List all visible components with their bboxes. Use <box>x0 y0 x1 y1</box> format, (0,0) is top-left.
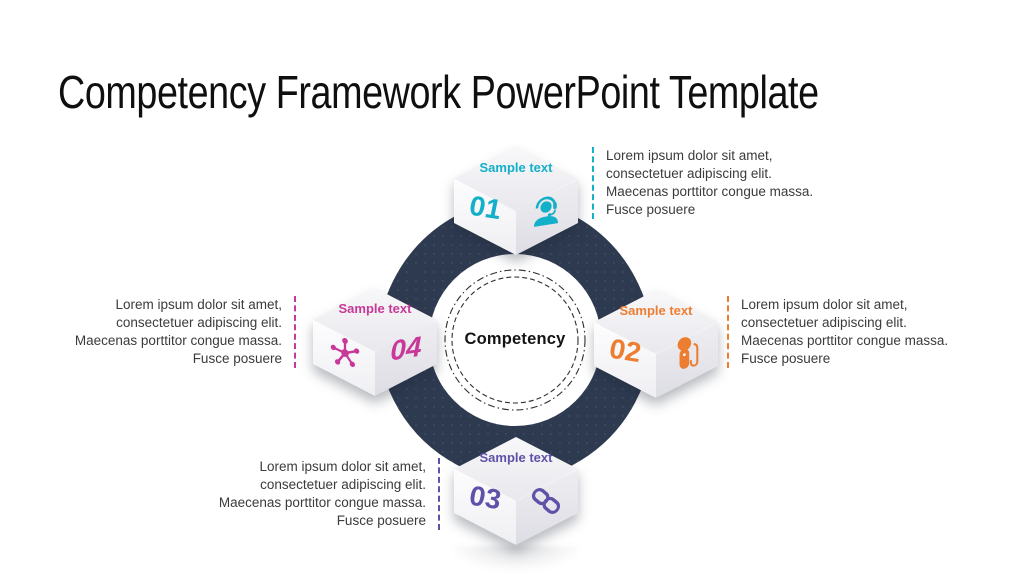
inner-dashed-circle <box>451 276 579 404</box>
item-3-text-block: Lorem ipsum dolor sit amet, consectetuer… <box>172 458 440 530</box>
ring-dots-texture <box>375 195 655 485</box>
cube-right-face <box>375 320 437 396</box>
step-label: Sample text <box>619 303 693 318</box>
network-hub-icon <box>316 329 374 374</box>
cube-left-face <box>313 320 375 396</box>
cube-left-face <box>454 179 516 255</box>
microphone-icon <box>657 331 715 377</box>
item-2-text-block: Lorem ipsum dolor sit amet, consectetuer… <box>727 296 985 368</box>
slide-title: Competency Framework PowerPoint Template <box>58 65 819 118</box>
dashed-separator <box>592 147 594 219</box>
step-pod-02: Sample text 02 <box>594 290 718 398</box>
cube-edge-highlight <box>313 319 437 353</box>
outer-dashed-circle <box>444 269 586 411</box>
support-agent-icon <box>517 188 575 231</box>
step-label: Sample text <box>479 450 553 465</box>
item-1-text-block: Lorem ipsum dolor sit amet, consectetuer… <box>592 147 850 219</box>
chain-link-icon <box>517 478 575 523</box>
cube-left-face <box>454 469 516 545</box>
cube-reflection <box>448 546 584 572</box>
item-2-description: Lorem ipsum dolor sit amet, consectetuer… <box>741 297 949 366</box>
item-1-description: Lorem ipsum dolor sit amet, consectetuer… <box>606 148 814 217</box>
cube-edge-highlight <box>454 178 578 212</box>
cube-edge-highlight <box>594 321 718 355</box>
dashed-separator <box>438 458 440 530</box>
center-circle <box>429 254 601 426</box>
dashed-separator <box>727 296 729 368</box>
cube-3d <box>454 437 578 545</box>
cube-left-face <box>594 322 656 398</box>
step-pod-01: Sample text 01 <box>454 147 578 255</box>
cube-edge-highlight <box>454 468 578 502</box>
item-4-description: Lorem ipsum dolor sit amet, consectetuer… <box>74 297 282 366</box>
center-title: Competency <box>464 330 566 348</box>
step-pod-04: Sample text 04 <box>313 288 437 396</box>
dashed-separator <box>294 296 296 368</box>
cube-right-face <box>516 469 578 545</box>
step-pod-03: Sample text 03 <box>454 437 578 545</box>
step-label: Sample text <box>479 160 553 175</box>
step-label: Sample text <box>338 301 412 316</box>
item-4-text-block: Lorem ipsum dolor sit amet, consectetuer… <box>28 296 296 368</box>
cube-3d <box>313 288 437 396</box>
item-3-description: Lorem ipsum dolor sit amet, consectetuer… <box>218 459 426 528</box>
